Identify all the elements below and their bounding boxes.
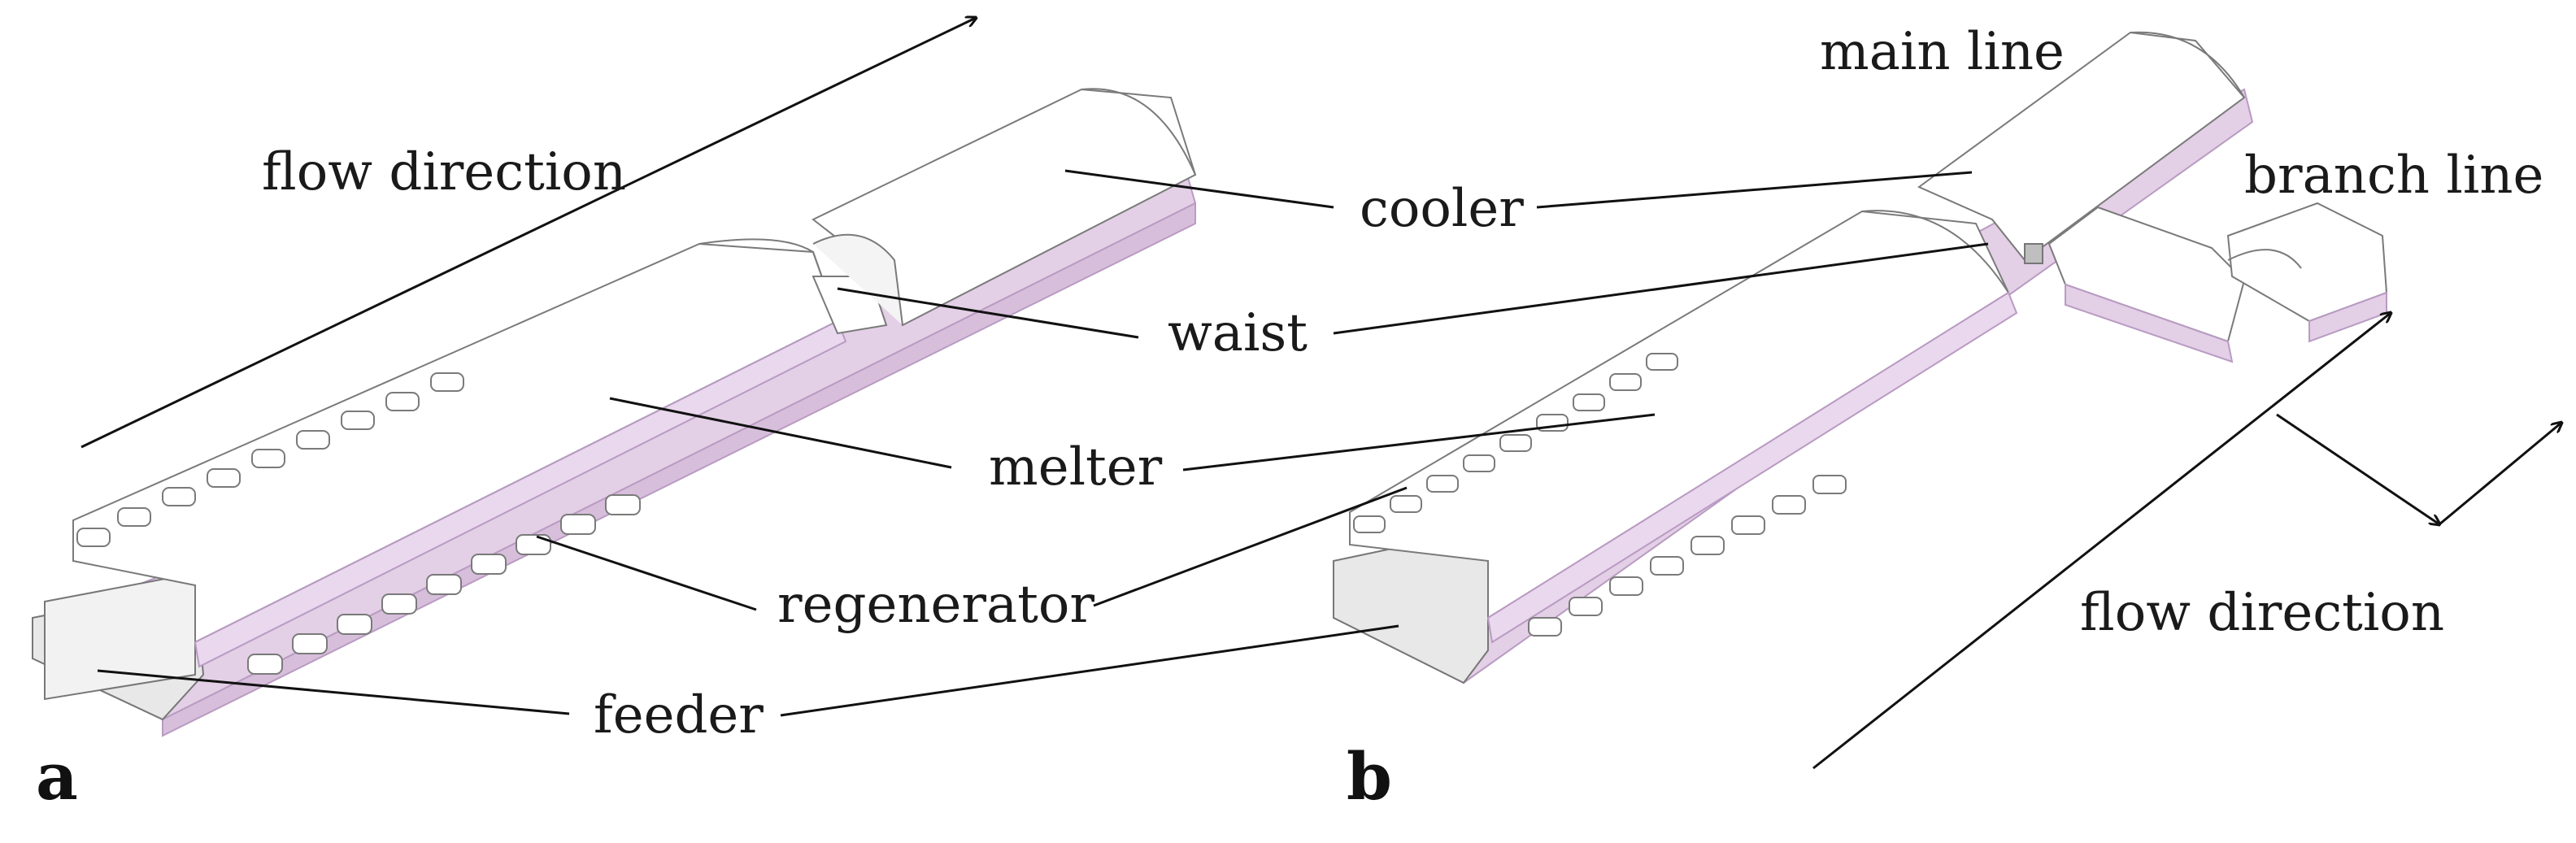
flow-arrow-a xyxy=(80,18,976,449)
flow-arrow-b-branch xyxy=(2439,423,2561,526)
leader-regenerator-b xyxy=(1093,486,1408,607)
label-cooler: cooler xyxy=(1360,179,1524,239)
furnace-a xyxy=(32,88,1197,737)
leader-waist-a xyxy=(837,287,1139,339)
flow-arrow-b-main xyxy=(1812,313,2391,770)
leader-cooler-a xyxy=(1064,169,1334,209)
leader-feeder-a xyxy=(97,669,570,715)
leader-waist-b xyxy=(1333,242,1989,335)
label-flow-direction-a: flow direction xyxy=(262,142,627,202)
label-waist: waist xyxy=(1168,303,1308,363)
leader-regenerator-a xyxy=(536,535,757,611)
label-feeder: feeder xyxy=(594,685,764,745)
label-melter: melter xyxy=(989,437,1163,498)
label-regenerator: regenerator xyxy=(777,575,1094,635)
leader-melter-a xyxy=(609,397,952,469)
leader-feeder-b xyxy=(780,624,1399,717)
label-main-line: main line xyxy=(1820,22,2065,82)
furnace-b xyxy=(1333,31,2388,684)
flow-arrow-b-side xyxy=(2276,413,2439,524)
label-branch-line: branch line xyxy=(2244,146,2544,206)
label-flow-direction-b: flow direction xyxy=(2080,583,2445,643)
panel-label-a: a xyxy=(36,738,78,815)
leader-cooler-b xyxy=(1536,171,1973,209)
leader-melter-b xyxy=(1182,413,1656,471)
panel-label-b: b xyxy=(1347,738,1392,815)
